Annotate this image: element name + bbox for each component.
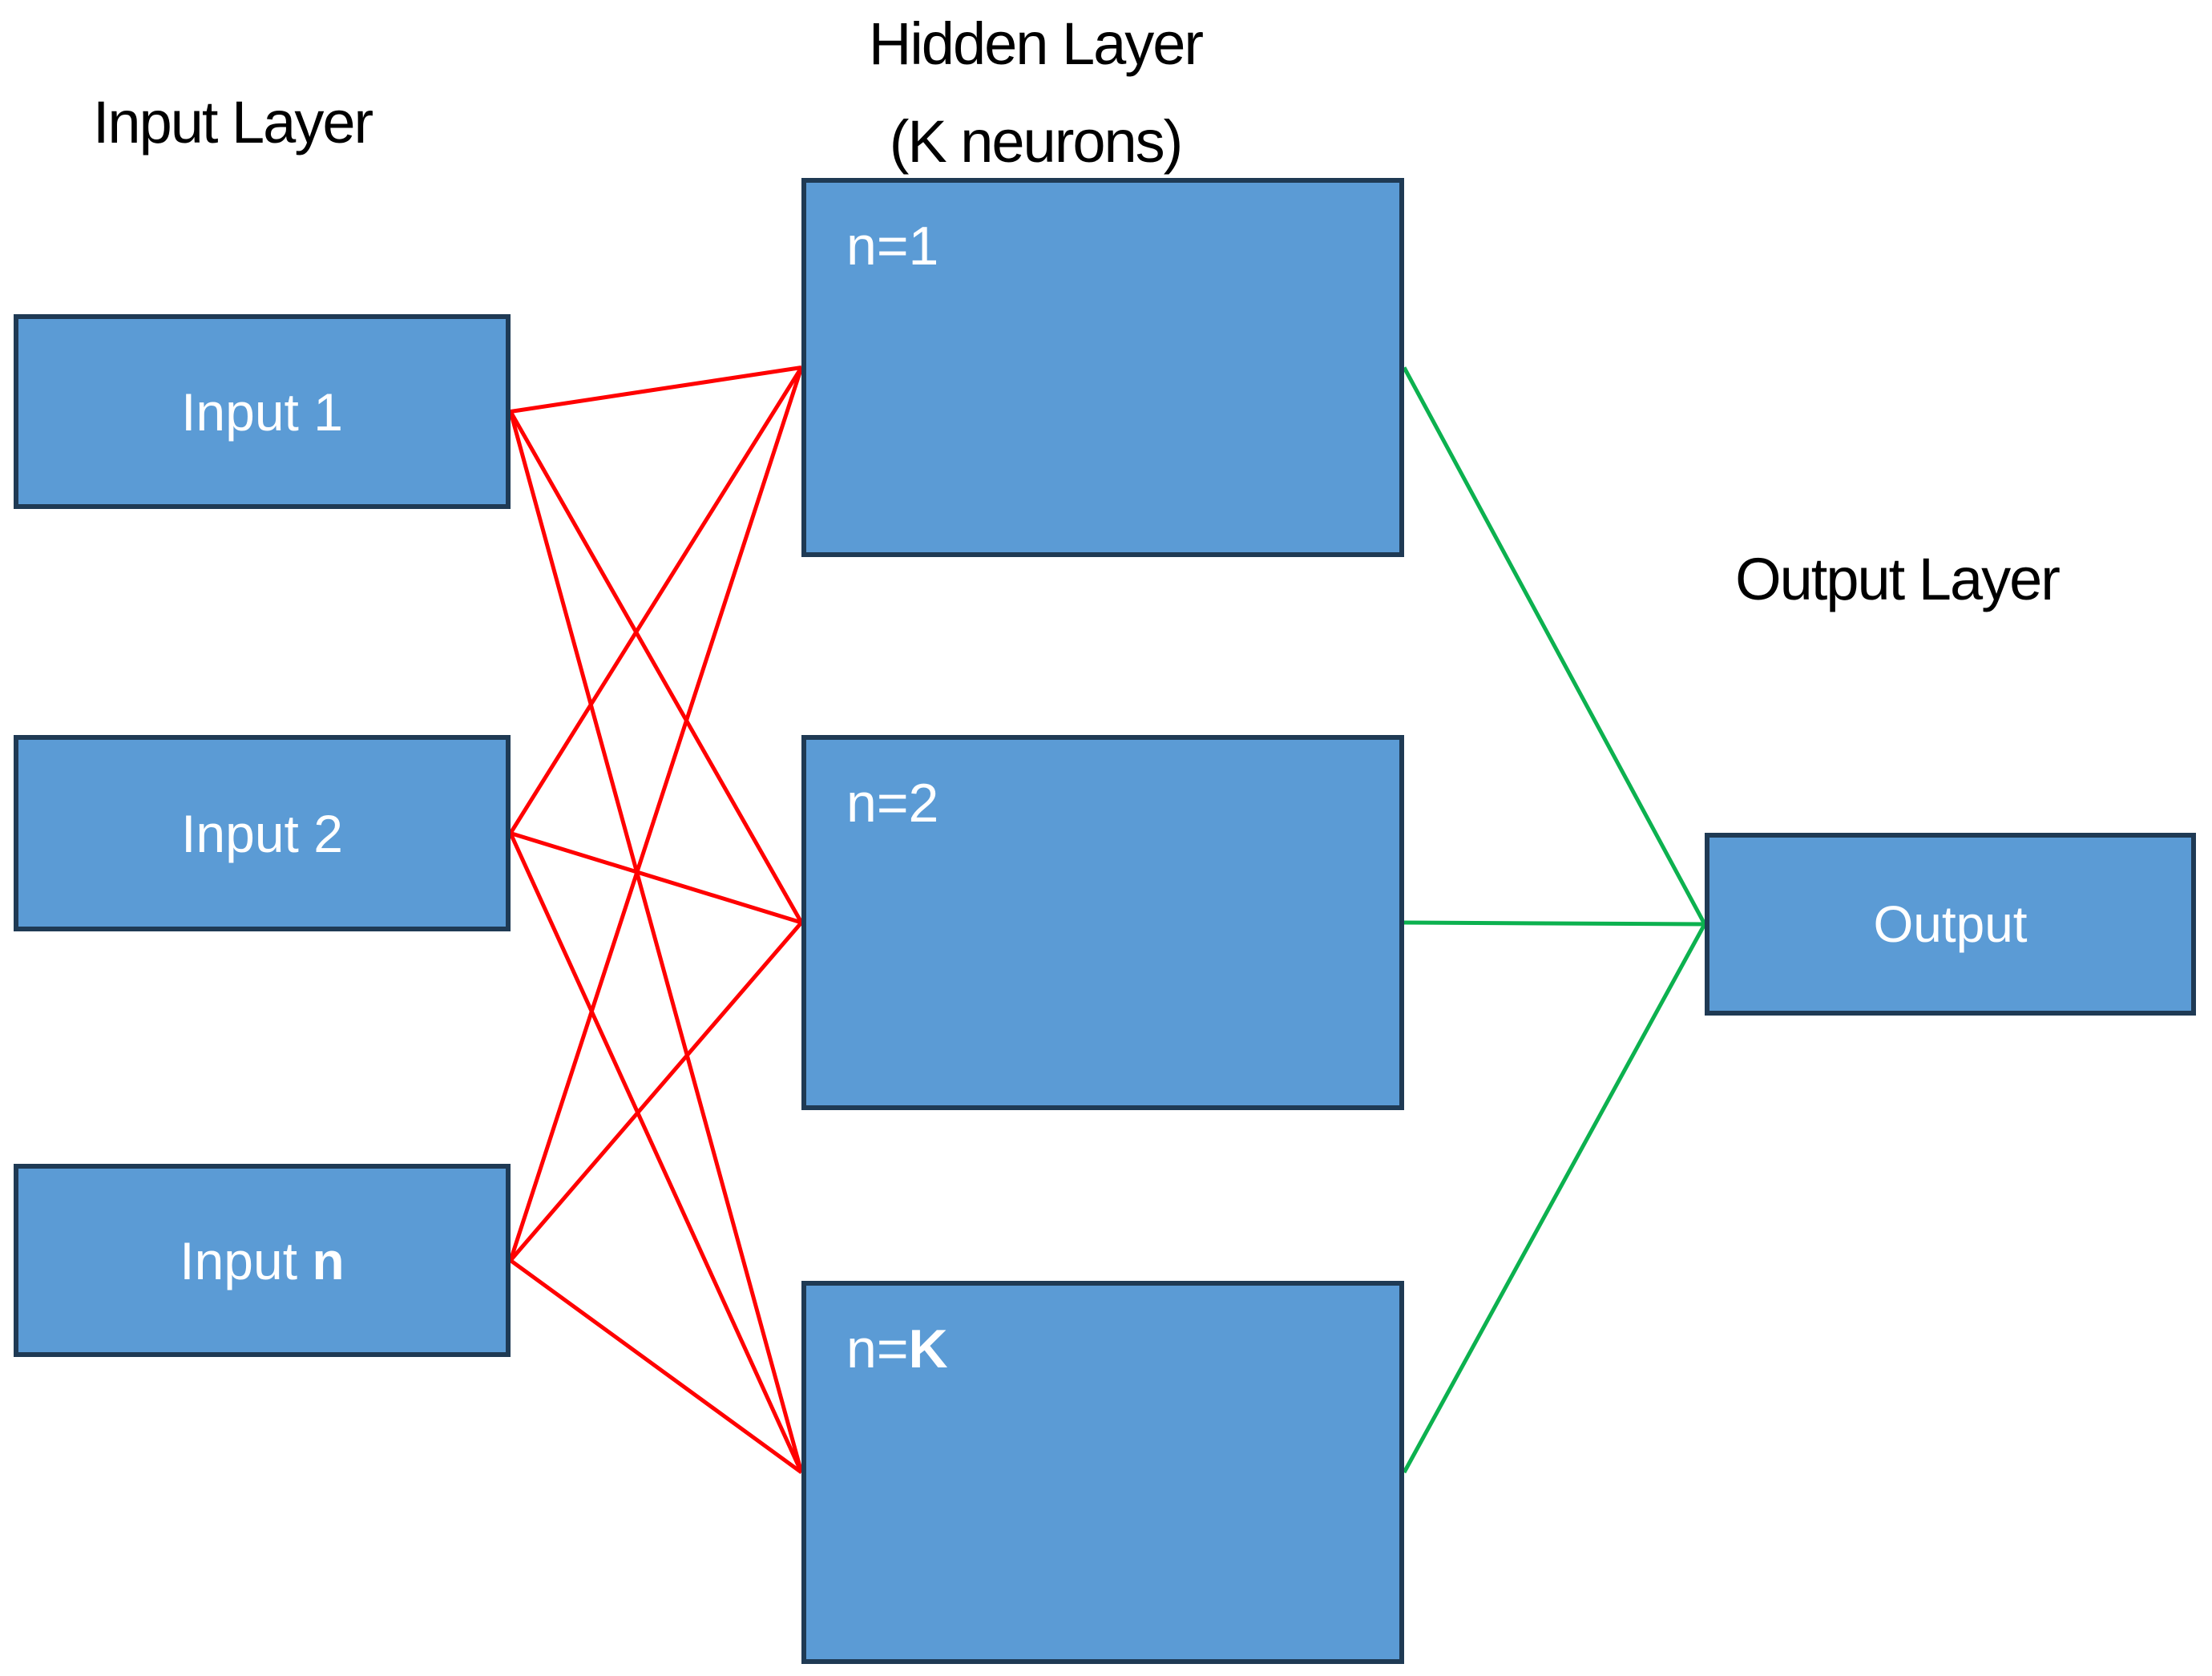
edge-input2-h2	[510, 831, 802, 925]
node-output: Output	[1705, 833, 2196, 1016]
node-input-1: Input 1	[14, 314, 511, 509]
node-input-2: Input 2	[14, 735, 511, 931]
edge-input2-hK	[508, 832, 804, 1474]
node-input-n-label: Input n	[180, 1230, 345, 1290]
node-input-1-label: Input 1	[181, 382, 343, 442]
node-input-n: Input n	[14, 1164, 511, 1357]
edge-input1-hK	[508, 410, 804, 1473]
node-input-2-label: Input 2	[181, 803, 343, 863]
node-hidden-1: n=1	[801, 178, 1404, 557]
edge-inputn-h1	[508, 366, 804, 1262]
edge-h2-output	[1403, 920, 1705, 927]
input-layer-title: Input Layer	[92, 89, 373, 155]
edge-input1-h2	[508, 410, 804, 924]
hidden-layer-title: Hidden Layer (K neurons)	[755, 0, 1316, 191]
output-layer-title: Output Layer	[1735, 546, 2061, 612]
node-hidden-2-label: n=2	[846, 773, 939, 834]
node-hidden-2: n=2	[801, 735, 1404, 1110]
node-hidden-1-label: n=1	[846, 216, 939, 277]
edge-h1-output	[1402, 366, 1707, 926]
node-hidden-K-label: n=K	[846, 1319, 948, 1379]
hidden-layer-title-line2: (K neurons)	[889, 108, 1184, 175]
node-output-label: Output	[1873, 895, 2028, 953]
edge-inputn-hK	[509, 1258, 803, 1475]
hidden-layer-title-line1: Hidden Layer	[868, 10, 1204, 77]
edge-inputn-h2	[509, 921, 803, 1262]
edge-input2-h1	[508, 366, 804, 834]
node-hidden-K: n=K	[801, 1281, 1404, 1664]
edge-input1-h1	[510, 365, 802, 414]
edge-hK-output	[1402, 923, 1707, 1474]
